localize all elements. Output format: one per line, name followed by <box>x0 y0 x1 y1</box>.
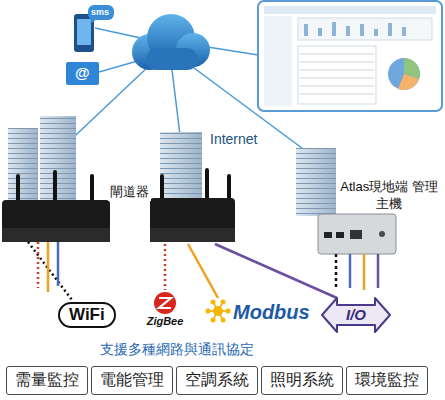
port <box>379 231 385 237</box>
dashboard-frame <box>258 1 442 111</box>
dashboard-bar <box>346 26 350 36</box>
phone-screen <box>77 19 91 45</box>
cable <box>363 254 366 290</box>
dashboard-row <box>300 62 374 63</box>
node-text: 環境監控 <box>347 370 427 391</box>
function-box: 空調系統 <box>176 366 258 395</box>
dashboard-row <box>300 54 374 55</box>
dashboard-bar <box>402 27 406 36</box>
io-arrow-outline <box>322 298 390 332</box>
node-text: 電能管理 <box>92 370 172 391</box>
dashboard-table <box>298 46 376 104</box>
port <box>350 230 362 239</box>
dashboard-sidebar <box>264 16 292 106</box>
modbus-icon <box>211 318 216 323</box>
network-line <box>172 70 180 135</box>
cable-connector <box>164 244 167 290</box>
node-text: 需量監控 <box>7 370 87 391</box>
port <box>336 232 344 238</box>
modbus-icon <box>221 318 226 323</box>
dashboard-row <box>300 94 374 95</box>
antenna <box>90 176 94 202</box>
node-text: I/O <box>322 298 390 332</box>
modbus-icon <box>221 300 226 305</box>
dashboard-header <box>264 6 436 14</box>
antenna <box>16 176 20 202</box>
dashboard-bar <box>304 24 308 36</box>
dashboard-row <box>300 86 374 87</box>
function-box: 需量監控 <box>6 366 88 395</box>
function-box: 照明系統 <box>261 366 343 395</box>
email-symbol: @ <box>75 64 90 81</box>
router-front <box>150 228 235 242</box>
cable <box>57 242 60 286</box>
dashboard-bar <box>360 24 364 36</box>
node-text: ZigBee <box>140 315 190 327</box>
cloud <box>146 48 198 70</box>
phone-icon <box>74 14 94 52</box>
cable-connector <box>188 244 218 298</box>
dashboard-bar <box>332 22 336 36</box>
building <box>40 116 76 208</box>
building <box>8 128 38 208</box>
sms-text: sms <box>91 7 109 17</box>
cable <box>28 242 72 300</box>
io-arrow: I/O <box>322 298 390 332</box>
modbus-icon <box>211 300 216 305</box>
pie-slice <box>398 74 419 90</box>
node-text: 照明系統 <box>262 370 342 391</box>
node-text: WiFi <box>69 305 105 325</box>
router <box>2 200 110 242</box>
network-label: Internet <box>208 131 259 147</box>
node-text: Modbus <box>233 298 310 326</box>
cable <box>47 242 50 292</box>
node-text: 閘道器 <box>108 183 151 201</box>
function-box: 電能管理 <box>91 366 173 395</box>
antenna <box>227 176 231 200</box>
building <box>296 148 336 216</box>
wifi-logo: WiFi <box>58 302 116 328</box>
zigbee-logo: ZigBee <box>140 290 190 327</box>
router-front <box>2 228 110 242</box>
function-box: 環境監控 <box>346 366 428 395</box>
building-windows <box>296 148 336 216</box>
cable <box>349 254 352 288</box>
cable <box>37 242 40 288</box>
modbus-logo: Modbus <box>205 298 310 326</box>
zigbee-icon <box>154 292 176 314</box>
sms-bubble <box>88 5 114 20</box>
modbus-icon <box>206 309 211 314</box>
caption-text: 支援多種網路與通訊協定 <box>100 341 254 359</box>
pie-chart <box>388 58 420 90</box>
building-windows <box>40 116 76 208</box>
gateway-device: 閘道器 <box>108 182 235 244</box>
atlas-box <box>318 214 396 254</box>
dashboard-row <box>300 78 374 79</box>
node-text: 空調系統 <box>177 370 257 391</box>
antenna <box>160 176 164 200</box>
router <box>150 198 235 242</box>
node-text: Atlas現地端 管理主機 <box>340 179 438 213</box>
cable <box>335 254 338 290</box>
zigbee-icon <box>159 298 171 308</box>
antenna <box>53 172 57 202</box>
host-device: Atlas現地端 管理主機 <box>340 179 438 213</box>
dashboard-bar <box>318 28 322 36</box>
building-windows <box>8 128 38 208</box>
modbus-icon <box>213 306 223 316</box>
cable-connector <box>215 244 337 298</box>
port <box>324 232 332 238</box>
modbus-icon <box>226 309 231 314</box>
dashboard-panel <box>298 18 432 40</box>
dashboard-row <box>300 70 374 71</box>
cable <box>377 254 380 288</box>
antenna <box>205 170 209 200</box>
sms-bubble <box>90 18 97 24</box>
dashboard-bar <box>388 23 392 36</box>
email-icon <box>66 62 99 85</box>
dashboard-bar <box>374 29 378 36</box>
